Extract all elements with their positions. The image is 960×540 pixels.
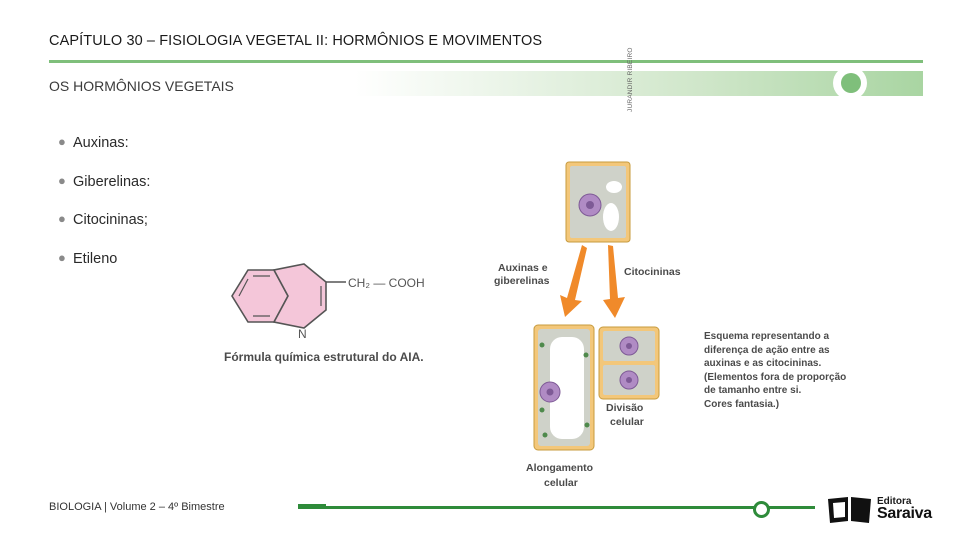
label-alongamento-line2: celular [544, 477, 578, 489]
chloroplast [584, 422, 590, 428]
label-divisao-line1: Divisão [606, 402, 644, 414]
list-item-text: Auxinas: [73, 135, 129, 151]
nucleolus-elongated [546, 388, 554, 396]
book-logo-icon [828, 497, 871, 523]
image-credit: JURANDIR RIBEIRO [627, 47, 634, 112]
pyrrole-ring [272, 263, 327, 329]
logo-editora: Editora [877, 496, 912, 507]
nucleolus-divided-lower [626, 377, 632, 383]
book-right-page [851, 497, 871, 523]
cell-diagram [533, 161, 660, 451]
scheme-note-line: auxinas e as citocininas. [704, 358, 822, 369]
list-item: ● Etileno [58, 249, 150, 288]
footer-label: BIOLOGIA | Volume 2 – 4º Bimestre [49, 501, 225, 513]
label-auxinas-line2: giberelinas [494, 275, 550, 287]
aia-caption: Fórmula química estrutural do AIA. [224, 350, 424, 364]
label-alongamento-line1: Alongamento [526, 462, 594, 474]
vacuole-elongated [550, 337, 584, 439]
substituent-label: CH₂ — COOH [348, 276, 425, 290]
chloroplast [542, 432, 548, 438]
footer-ring-icon [753, 501, 770, 518]
bullet-icon: ● [58, 211, 66, 226]
footer-divider-accent [298, 504, 326, 508]
list-item-text: Giberelinas: [73, 173, 151, 190]
bullet-icon: ● [58, 249, 66, 265]
arrow-citocininas [603, 245, 625, 318]
scheme-note-line: Esquema representando a [704, 331, 830, 342]
section-dot-icon [841, 73, 861, 93]
bullet-icon: ● [58, 134, 66, 149]
list-item: ● Giberelinas: [58, 172, 150, 211]
label-auxinas-line1: Auxinas e [498, 262, 548, 274]
section-header-band [49, 71, 923, 96]
scheme-note-line: (Elementos fora de proporção [704, 371, 847, 383]
list-item-text: Citocininas; [73, 212, 148, 228]
list-item: ● Auxinas: [58, 133, 150, 172]
list-item-text: Etileno [73, 250, 118, 267]
aia-structural-formula: N CH₂ — COOH [231, 263, 425, 341]
nucleolus-top [586, 201, 594, 209]
scheme-note: Esquema representando a diferença de açã… [704, 330, 846, 411]
label-citocininas: Citocininas [624, 266, 681, 278]
scheme-note-line: diferença de ação entre as [704, 344, 830, 356]
scheme-note-line: Cores fantasia.) [704, 398, 780, 410]
chloroplast [539, 407, 545, 413]
logo-saraiva: Saraiva [877, 505, 932, 522]
vacuole-top [606, 181, 622, 193]
ring-nitrogen-label: N [298, 327, 307, 341]
chapter-title: CAPÍTULO 30 – FISIOLOGIA VEGETAL II: HOR… [49, 33, 543, 49]
bullet-icon: ● [58, 172, 66, 188]
benzene-inner-bond [238, 278, 249, 297]
chloroplast [539, 342, 545, 348]
nucleolus-divided-upper [626, 343, 632, 349]
label-divisao-line2: celular [610, 416, 644, 428]
book-highlight [833, 502, 845, 518]
title-divider [49, 60, 923, 63]
chloroplast [583, 352, 589, 358]
hormone-list: ● Auxinas: ● Giberelinas: ● Citocininas; ● E… [58, 133, 150, 287]
vacuole-top-lower [603, 203, 619, 231]
arrow-auxinas [560, 245, 587, 317]
section-title: OS HORMÔNIOS VEGETAIS [49, 78, 234, 94]
footer-divider [298, 506, 815, 509]
list-item: ● Citocininas; [58, 210, 150, 249]
scheme-note-line: de tamanho entre si. [704, 385, 802, 396]
